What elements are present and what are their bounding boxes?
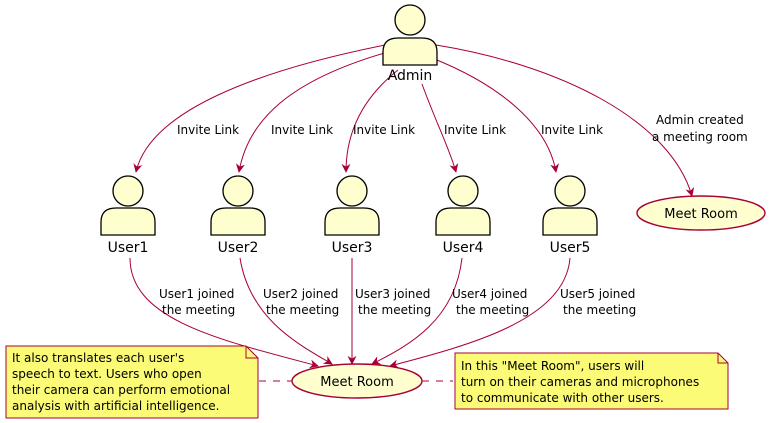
invite-label-user5: Invite Link: [541, 123, 603, 137]
user3-actor[interactable]: User3: [324, 175, 380, 256]
note-right-box: [454, 352, 729, 410]
note-left-box: [5, 345, 259, 419]
user3-head: [336, 175, 368, 207]
user4-head: [447, 175, 479, 207]
user5-body: [542, 207, 598, 236]
user2-name: User2: [218, 240, 259, 256]
note-left-line1: It also translates each user's: [12, 351, 184, 365]
admin-body: [382, 37, 438, 66]
join-label-user5-line1: User5 joined: [560, 287, 635, 301]
join-label-user4-line1: User4 joined: [452, 287, 527, 301]
note-right-line3: to communicate with other users.: [461, 391, 664, 405]
note-right-line1: In this "Meet Room", users will: [461, 359, 644, 373]
user3-name: User3: [332, 240, 373, 256]
invite-edge-user2: [235, 51, 389, 173]
invite-edge-user5: [431, 57, 560, 173]
meet-room-bottom-label: Meet Room: [320, 375, 393, 390]
meet-room-bottom-usecase[interactable]: Meet Room: [291, 363, 423, 399]
user2-body: [210, 207, 266, 236]
note-left-line3: their camera can perform emotional: [12, 383, 230, 397]
invite-edge-user4: [421, 83, 459, 173]
join-label-user4-line2: the meeting: [456, 303, 529, 317]
join-label-user2-line1: User2 joined: [263, 287, 338, 301]
note-right-fold: [717, 353, 728, 364]
note-left-fold: [245, 346, 258, 359]
join-edge-user5: [389, 257, 571, 369]
user5-actor[interactable]: User5: [542, 175, 598, 256]
user2-head: [222, 175, 254, 207]
note-left-line2: speech to text. Users who open: [12, 367, 202, 381]
admin-room-label-line2: a meeting room: [652, 130, 748, 144]
invite-edge-user3: [341, 69, 399, 173]
note-left: It also translates each user's speech to…: [5, 345, 259, 419]
user1-head: [112, 175, 144, 207]
join-label-user2-line2: the meeting: [266, 303, 339, 317]
meet-room-top-ellipse: [636, 195, 766, 231]
meet-room-top-label: Meet Room: [664, 207, 737, 222]
note-right: In this "Meet Room", users will turn on …: [454, 352, 729, 410]
invite-label-user4: Invite Link: [444, 123, 506, 137]
admin-head: [394, 4, 426, 36]
user2-actor[interactable]: User2: [210, 175, 266, 256]
join-edge-user4: [371, 257, 463, 365]
admin-room-label-line1: Admin created: [656, 113, 744, 127]
user5-name: User5: [550, 240, 591, 256]
join-edge-user1: [129, 257, 319, 369]
invite-label-user3: Invite Link: [353, 123, 415, 137]
join-label-user1-line2: the meeting: [162, 303, 235, 317]
user4-actor[interactable]: User4: [435, 175, 491, 256]
admin-name: Admin: [388, 68, 433, 84]
join-label-user3-line2: the meeting: [358, 303, 431, 317]
user4-body: [435, 207, 491, 236]
user5-head: [554, 175, 586, 207]
meet-room-top-usecase[interactable]: Meet Room: [636, 195, 766, 231]
user1-body: [100, 207, 156, 236]
admin-actor[interactable]: Admin: [382, 4, 438, 84]
note-left-line4: analysis with artificial intelligence.: [12, 399, 219, 413]
join-label-user5-line2: the meeting: [563, 303, 636, 317]
invite-label-user2: Invite Link: [271, 123, 333, 137]
invite-edge-user1: [133, 44, 386, 173]
user1-actor[interactable]: User1: [100, 175, 156, 256]
create-room-edge: [435, 44, 695, 197]
join-edge-user2: [239, 257, 333, 365]
user3-body: [324, 207, 380, 236]
invite-label-user1: Invite Link: [177, 123, 239, 137]
user4-name: User4: [443, 240, 484, 256]
user1-name: User1: [108, 240, 149, 256]
join-label-user3-line1: User3 joined: [355, 287, 430, 301]
note-right-line2: turn on their cameras and microphones: [461, 375, 699, 389]
join-label-user1-line1: User1 joined: [159, 287, 234, 301]
